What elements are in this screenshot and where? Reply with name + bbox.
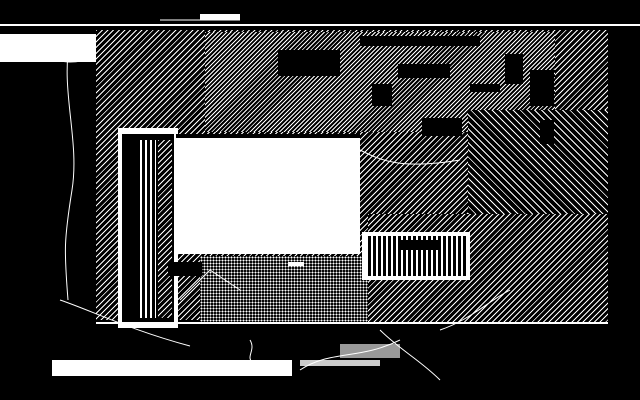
upper-window-block-3 (372, 84, 392, 106)
upper-window-block-1 (278, 50, 340, 76)
upper-window-block-7 (422, 118, 462, 136)
lower-left-block (168, 262, 202, 276)
center-window (176, 136, 360, 254)
upper-window-block-2 (398, 64, 450, 78)
top-bar (0, 0, 640, 22)
left-window-panel (158, 140, 172, 318)
upper-window-block-5 (530, 70, 554, 106)
taskbar[interactable] (52, 360, 292, 376)
list-header (400, 240, 440, 250)
right-window (468, 110, 608, 214)
center-window-titlebar (176, 134, 360, 138)
right-window-block (540, 120, 554, 144)
lower-dither-panel (200, 256, 368, 322)
left-header-panel (0, 34, 96, 62)
upper-window-titlebar (360, 36, 480, 46)
upper-window-block-6 (470, 84, 500, 92)
upper-window-block-4 (505, 54, 523, 84)
top-divider (0, 24, 640, 26)
right-gutter (608, 26, 640, 326)
taskbar-top-line (96, 322, 608, 324)
bottom-right-corner (608, 326, 640, 400)
left-window-scrollbar[interactable] (140, 140, 156, 318)
